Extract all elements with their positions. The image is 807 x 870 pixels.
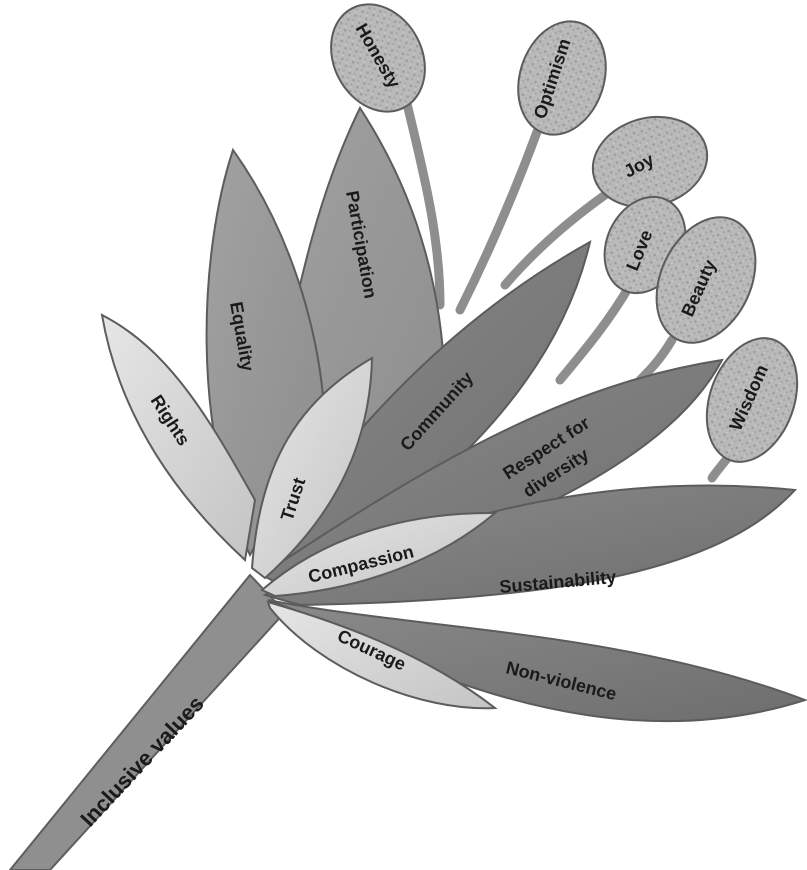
stem xyxy=(10,575,285,870)
